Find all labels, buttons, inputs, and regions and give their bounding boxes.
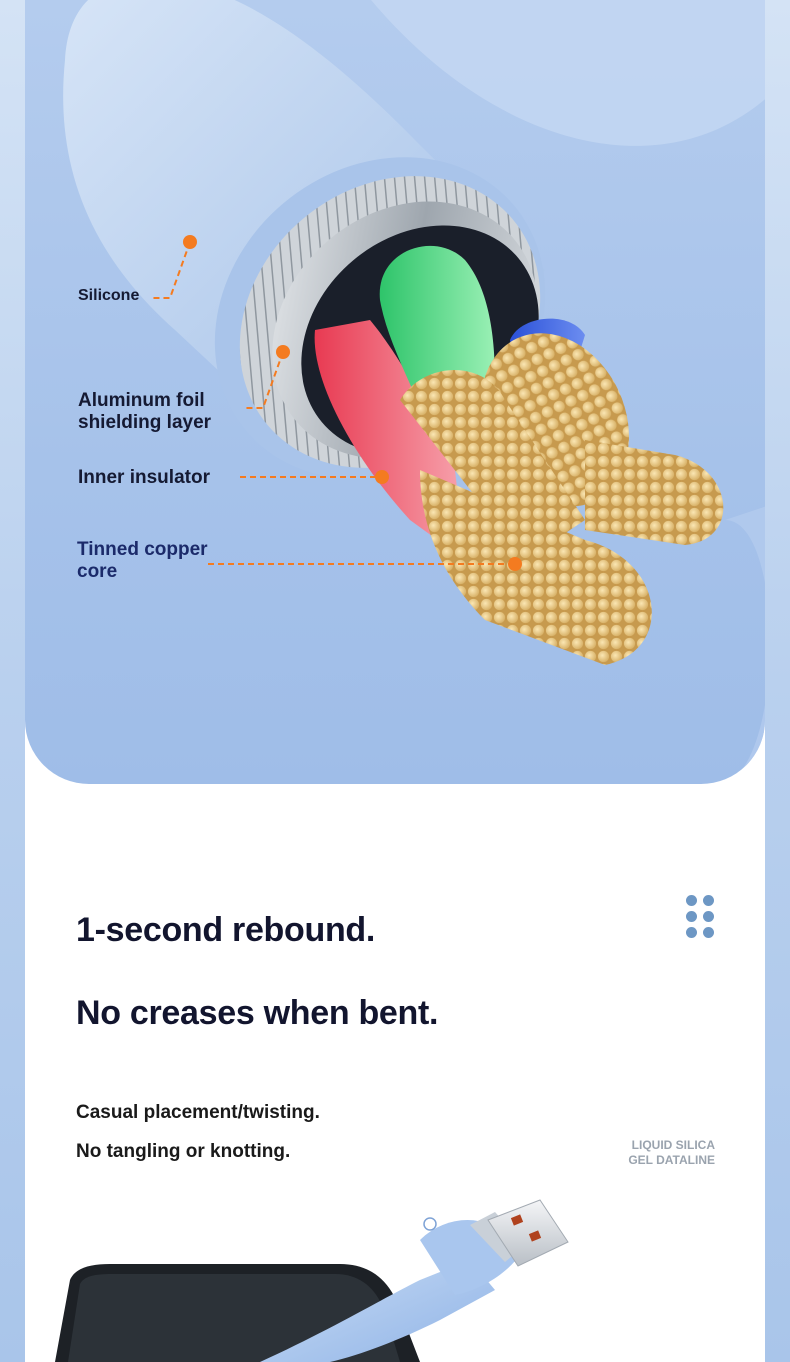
callout-tinned-copper: Tinned copper core	[77, 539, 208, 583]
dots-decoration-icon	[686, 895, 716, 939]
product-tag-line2: GEL DATALINE	[628, 1153, 715, 1167]
callout-copper-line1: Tinned copper	[77, 539, 208, 560]
callout-silicone: Silicone	[78, 287, 140, 304]
product-tag-line1: LIQUID SILICA	[631, 1138, 715, 1152]
headline-rebound: 1-second rebound.	[76, 911, 376, 949]
callout-aluminum-line2: shielding layer	[78, 412, 212, 433]
cable-cross-section-hero: Silicone Aluminum foil shielding layer I…	[25, 0, 765, 784]
cable-illustration	[63, 0, 765, 784]
callout-copper-line2: core	[77, 561, 118, 582]
product-tag: LIQUID SILICA GEL DATALINE	[628, 1138, 715, 1168]
callout-aluminum-line1: Aluminum foil	[78, 390, 205, 411]
phone-and-usb-cable-illustration	[55, 1199, 569, 1362]
callout-inner-insulator: Inner insulator	[78, 467, 210, 488]
subtext-placement: Casual placement/twisting.	[76, 1102, 320, 1123]
subtext-no-tangling: No tangling or knotting.	[76, 1141, 291, 1162]
headline-no-creases: No creases when bent.	[76, 994, 439, 1032]
callout-aluminum-foil: Aluminum foil shielding layer	[78, 390, 211, 434]
